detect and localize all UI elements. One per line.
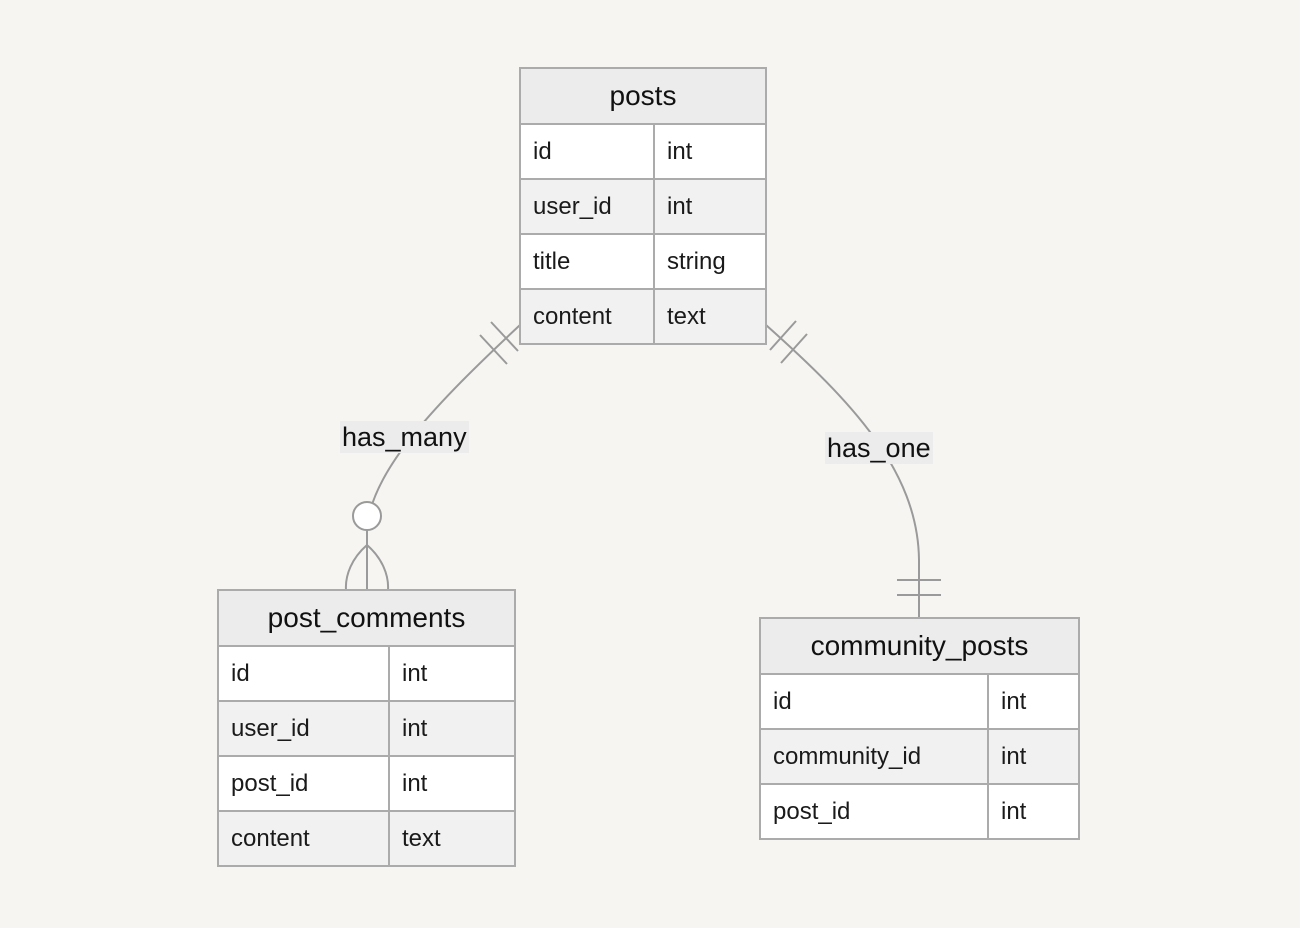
field-type: int [989, 785, 1078, 838]
field-name: post_id [761, 785, 989, 838]
field-row: content text [521, 290, 765, 343]
field-row: user_id int [219, 702, 514, 757]
one-mark-icon [490, 321, 519, 352]
field-name: community_id [761, 730, 989, 783]
field-row: id int [761, 675, 1078, 730]
field-type: text [390, 812, 514, 865]
zero-cardinality-icon [352, 501, 382, 531]
one-mark-icon [479, 334, 508, 365]
edge-has-many [366, 324, 521, 590]
field-row: community_id int [761, 730, 1078, 785]
field-row: title string [521, 235, 765, 290]
field-type: int [655, 180, 765, 233]
field-name: post_id [219, 757, 390, 810]
field-name: content [521, 290, 655, 343]
field-row: post_id int [219, 757, 514, 812]
entity-title: community_posts [761, 619, 1078, 675]
field-name: id [521, 125, 655, 178]
field-type: int [390, 757, 514, 810]
field-name: id [219, 647, 390, 700]
entity-title: post_comments [219, 591, 514, 647]
crows-foot-icon [344, 544, 390, 591]
field-type: int [989, 675, 1078, 728]
entity-community-posts[interactable]: community_posts id int community_id int … [759, 617, 1080, 840]
entity-post-comments[interactable]: post_comments id int user_id int post_id… [217, 589, 516, 867]
field-name: content [219, 812, 390, 865]
field-row: id int [219, 647, 514, 702]
field-row: id int [521, 125, 765, 180]
field-name: id [761, 675, 989, 728]
relationship-label-has-many: has_many [340, 421, 469, 453]
field-type: text [655, 290, 765, 343]
field-row: post_id int [761, 785, 1078, 838]
field-type: int [390, 702, 514, 755]
entity-posts[interactable]: posts id int user_id int title string co… [519, 67, 767, 345]
edge-has-one [765, 324, 920, 618]
field-name: user_id [219, 702, 390, 755]
field-name: title [521, 235, 655, 288]
one-mark-icon [769, 320, 797, 351]
field-type: int [390, 647, 514, 700]
one-mark-icon [780, 333, 808, 364]
field-row: content text [219, 812, 514, 865]
field-type: string [655, 235, 765, 288]
field-name: user_id [521, 180, 655, 233]
relationship-label-has-one: has_one [825, 432, 933, 464]
field-row: user_id int [521, 180, 765, 235]
field-type: int [989, 730, 1078, 783]
entity-title: posts [521, 69, 765, 125]
field-type: int [655, 125, 765, 178]
